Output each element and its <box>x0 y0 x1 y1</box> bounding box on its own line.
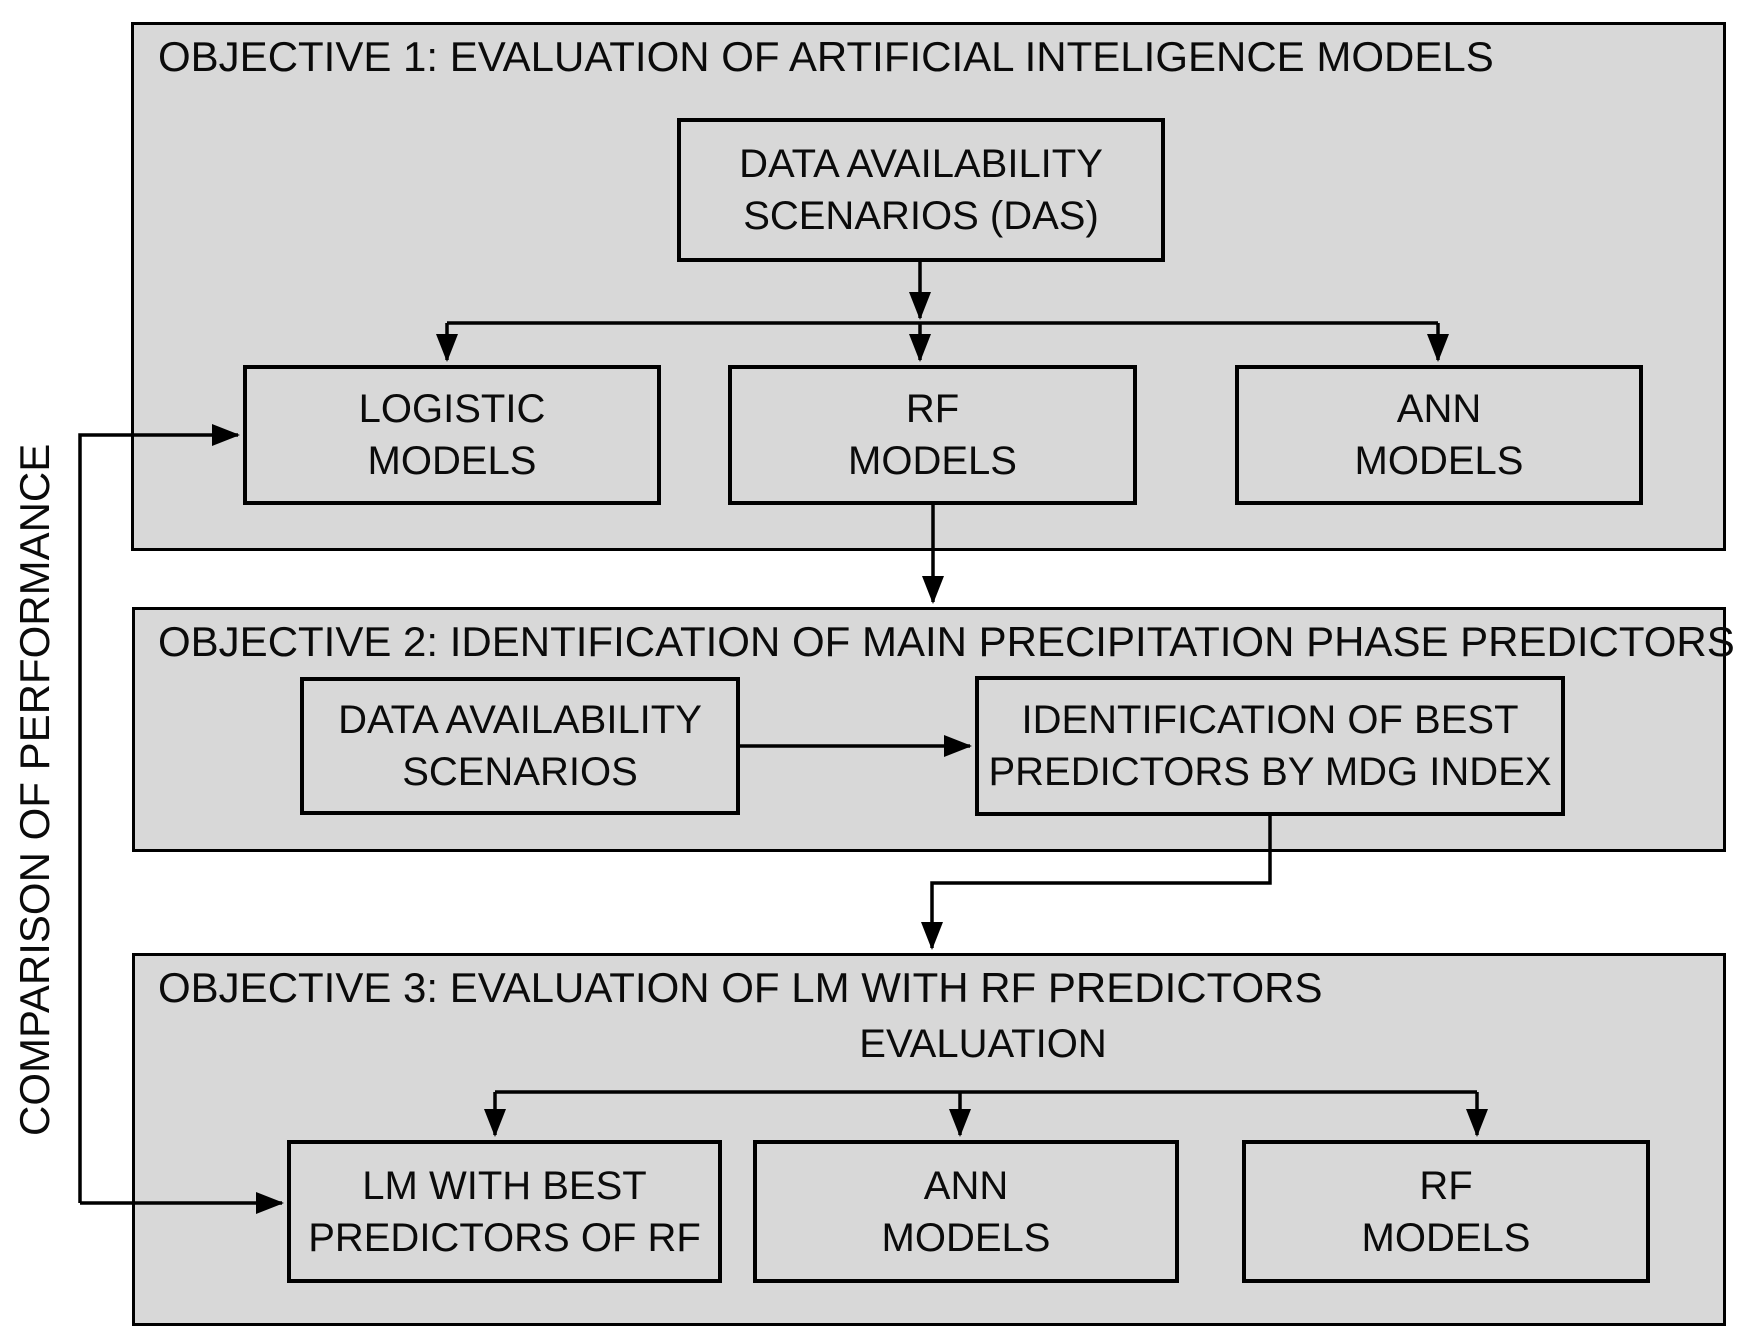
lm-best-predictors-box: LM WITH BEST PREDICTORS OF RF <box>287 1140 722 1283</box>
ann-models-label-obj1: ANN MODELS <box>1354 387 1524 483</box>
rf-models-label-obj3: RF MODELS <box>1361 1163 1531 1260</box>
evaluation-label: EVALUATION <box>859 1022 1107 1066</box>
mdg-predictors-box: IDENTIFICATION OF BEST PREDICTORS BY MDG… <box>975 676 1565 816</box>
lm-best-predictors-label: LM WITH BEST PREDICTORS OF RF <box>308 1163 701 1260</box>
das-scenarios-label-obj2: DATA AVAILABILITY SCENARIOS <box>338 698 702 794</box>
ann-models-box-obj3: ANN MODELS <box>753 1140 1179 1283</box>
das-scenarios-label: DATA AVAILABILITY SCENARIOS (DAS) <box>739 142 1103 238</box>
comparison-of-performance-label: COMPARISON OF PERFORMANCE <box>11 443 58 1137</box>
das-scenarios-box-obj2: DATA AVAILABILITY SCENARIOS <box>300 677 740 815</box>
logistic-models-box: LOGISTIC MODELS <box>243 365 661 505</box>
das-scenarios-box: DATA AVAILABILITY SCENARIOS (DAS) <box>677 118 1165 262</box>
ann-models-label-obj3: ANN MODELS <box>881 1163 1051 1260</box>
rf-models-box-obj1: RF MODELS <box>728 365 1137 505</box>
objective2-title: OBJECTIVE 2: IDENTIFICATION OF MAIN PREC… <box>158 618 1735 665</box>
logistic-models-label: LOGISTIC MODELS <box>358 387 546 483</box>
ann-models-box-obj1: ANN MODELS <box>1235 365 1643 505</box>
rf-models-box-obj3: RF MODELS <box>1242 1140 1650 1283</box>
objective1-title: OBJECTIVE 1: EVALUATION OF ARTIFICIAL IN… <box>158 33 1494 80</box>
objective3-title: OBJECTIVE 3: EVALUATION OF LM WITH RF PR… <box>158 964 1323 1011</box>
rf-models-label-obj1: RF MODELS <box>848 387 1017 483</box>
mdg-predictors-label: IDENTIFICATION OF BEST PREDICTORS BY MDG… <box>988 698 1552 794</box>
